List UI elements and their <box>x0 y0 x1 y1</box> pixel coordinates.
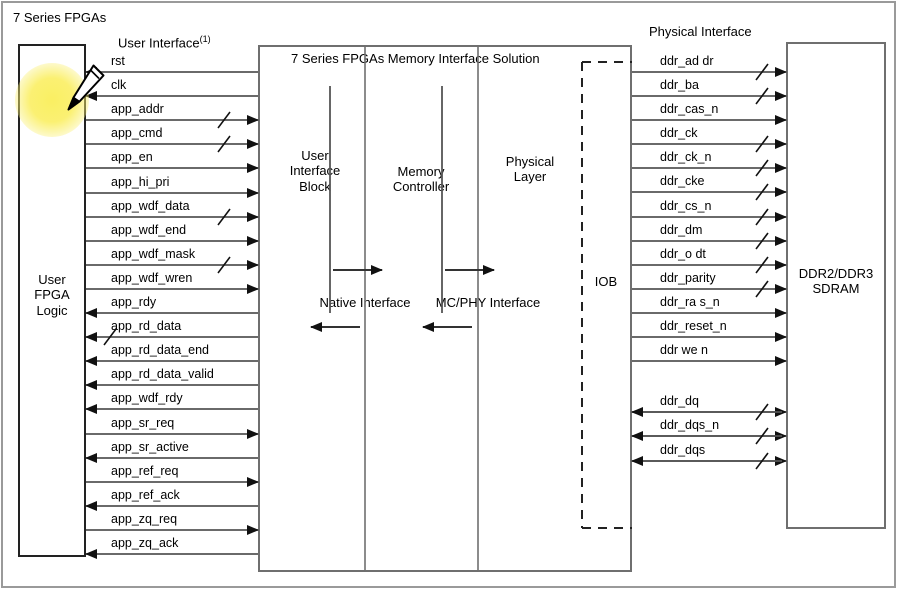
signal-label-ddr-dqs: ddr_dqs <box>660 443 706 457</box>
label-line: Memory <box>397 164 445 179</box>
user-interface-title: User Interface(1) <box>118 34 211 51</box>
iob-label: IOB <box>583 274 629 289</box>
physical-interface-title: Physical Interface <box>649 24 752 39</box>
signal-label-app-wdf-data: app_wdf_data <box>111 199 190 213</box>
signal-label-ddr-parity: ddr_parity <box>660 271 716 285</box>
label-line: Physical <box>505 154 555 169</box>
signal-label-ddr-ra-s-n: ddr_ra s_n <box>660 295 720 309</box>
sdram-box[interactable] <box>786 42 886 529</box>
mc-phy-interface-label: MC/PHY Interface <box>398 295 578 310</box>
signal-label-ddr-dq: ddr_dq <box>660 394 699 408</box>
signal-label-app-ref-ack: app_ref_ack <box>111 488 180 502</box>
signal-label-ddr-ck: ddr_ck <box>660 126 698 140</box>
signal-label-ddr-cke: ddr_cke <box>660 174 705 188</box>
label-line: IOB <box>594 274 618 289</box>
signal-label-app-hi-pri: app_hi_pri <box>111 175 170 189</box>
signal-label-app-zq-ack: app_zq_ack <box>111 536 179 550</box>
signal-label-ddr-o-dt: ddr_o dt <box>660 247 706 261</box>
signal-label-app-rdy: app_rdy <box>111 295 157 309</box>
pencil-cursor <box>67 64 105 111</box>
signal-label-app-addr: app_addr <box>111 102 164 116</box>
page-title: 7 Series FPGAs <box>13 10 107 25</box>
signal-label-ddr-cs-n: ddr_cs_n <box>660 199 712 213</box>
signal-label-app-rd-data-end: app_rd_data_end <box>111 343 210 357</box>
label-line: Logic <box>36 302 68 318</box>
signal-label-app-wdf-wren: app_wdf_wren <box>111 271 193 285</box>
label-line: Block <box>299 178 331 194</box>
signal-label-ddr-cas-n: ddr_cas_n <box>660 102 719 116</box>
center-title: 7 Series FPGAs Memory Interface Solution <box>291 51 540 66</box>
label-line: User <box>38 272 66 287</box>
signal-label-app-rd-data: app_rd_data <box>111 319 182 333</box>
signal-label-app-sr-req: app_sr_req <box>111 416 175 430</box>
signal-label-app-wdf-end: app_wdf_end <box>111 223 187 237</box>
memory-interface-solution-box[interactable] <box>258 45 632 572</box>
label-line: Layer <box>513 169 547 185</box>
signal-label-ddr-reset-n: ddr_reset_n <box>660 319 727 333</box>
user-interface-title-text: User Interface <box>118 35 200 51</box>
label-line: MC/PHY Interface <box>435 295 541 310</box>
label-line: User <box>301 148 329 163</box>
signal-label-ddr-dqs-n: ddr_dqs_n <box>660 418 720 432</box>
signal-label-app-zq-req: app_zq_req <box>111 512 178 526</box>
signal-label-rst: rst <box>111 54 125 68</box>
signal-label-ddr-we-n: ddr we n <box>660 343 708 357</box>
signal-label-ddr-ad-dr: ddr_ad dr <box>660 54 714 68</box>
label-line: FPGA <box>34 287 70 303</box>
signal-label-clk: clk <box>111 78 127 92</box>
signal-label-app-sr-active: app_sr_active <box>111 440 189 454</box>
signal-label-app-cmd: app_cmd <box>111 126 163 140</box>
signal-label-app-ref-req: app_ref_req <box>111 464 179 478</box>
signal-label-ddr-ba: ddr_ba <box>660 78 699 92</box>
native-interface-label: Native Interface <box>280 295 450 310</box>
signal-label-ddr-ck-n: ddr_ck_n <box>660 150 712 164</box>
signal-label-app-rd-data-valid: app_rd_data_valid <box>111 367 214 381</box>
label-line: SDRAM <box>812 281 860 297</box>
user-interface-footnote: (1) <box>199 34 211 44</box>
signal-label-app-en: app_en <box>111 150 153 164</box>
signal-label-app-wdf-mask: app_wdf_mask <box>111 247 196 261</box>
signal-label-app-wdf-rdy: app_wdf_rdy <box>111 391 183 405</box>
signal-label-ddr-dm: ddr_dm <box>660 223 703 237</box>
label-line: Interface <box>289 163 341 179</box>
label-line: DDR2/DDR3 <box>798 266 874 281</box>
label-line: Native Interface <box>319 295 411 310</box>
label-line: Controller <box>392 179 450 195</box>
